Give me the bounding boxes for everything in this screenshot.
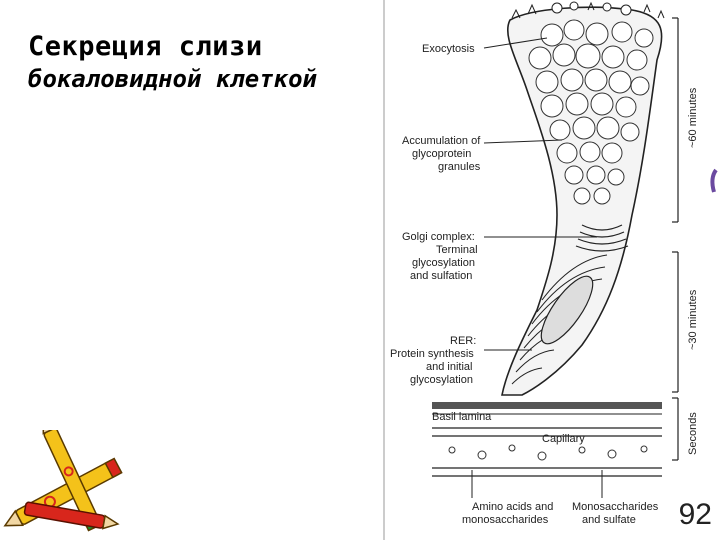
basal-lamina bbox=[432, 402, 662, 409]
label-rer: RER: Protein synthesis and initial glyco… bbox=[390, 335, 479, 386]
label-capillary: Capillary bbox=[542, 433, 585, 445]
label-accumulation: Accumulation of glycoprotein granules bbox=[402, 135, 483, 173]
page-number: 92 bbox=[679, 498, 712, 532]
slide-title: Секреция слизи бокаловидной клеткой bbox=[28, 30, 317, 94]
label-basal-lamina: Basil lamina bbox=[432, 411, 492, 423]
pencils-icon bbox=[0, 430, 150, 540]
title-line-1: Секреция слизи bbox=[28, 30, 317, 64]
title-line-2: бокаловидной клеткой bbox=[28, 64, 317, 94]
label-mono: Monosaccharides and sulfate bbox=[572, 501, 661, 526]
timeline bbox=[672, 18, 678, 460]
label-exocytosis: Exocytosis bbox=[422, 43, 475, 55]
label-golgi: Golgi complex: Terminal glycosylation an… bbox=[402, 231, 481, 282]
edge-mark bbox=[712, 170, 716, 192]
label-amino: Amino acids and monosaccharides bbox=[462, 501, 556, 526]
timeline-30min: ~30 minutes bbox=[687, 289, 699, 350]
timeline-60min: ~60 minutes bbox=[687, 87, 699, 148]
timeline-seconds: Seconds bbox=[687, 412, 699, 455]
capillary-particles bbox=[449, 445, 647, 460]
goblet-cell-diagram: Exocytosis Accumulation of glycoprotein … bbox=[382, 0, 720, 540]
